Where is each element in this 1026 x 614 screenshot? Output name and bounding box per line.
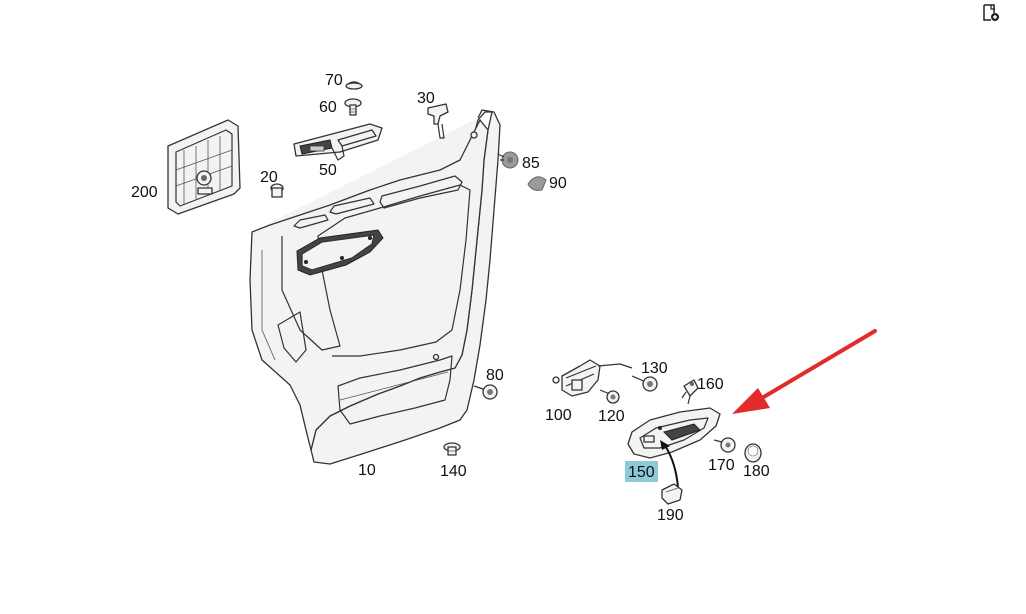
label-140: 140 [440, 463, 467, 480]
part-20-fastener [270, 183, 284, 198]
leader-arrowhead [660, 440, 670, 450]
part-85-screw [497, 151, 519, 169]
part-150-highlight [625, 461, 658, 482]
label-20: 20 [260, 169, 278, 186]
label-30: 30 [417, 90, 435, 107]
label-170: 170 [708, 457, 735, 474]
label-85: 85 [522, 155, 540, 172]
part-130-screw [631, 375, 658, 392]
part-140-screw [443, 442, 461, 456]
add-to-page-icon[interactable] [982, 4, 1000, 22]
label-60: 60 [319, 99, 337, 116]
label-10: 10 [358, 462, 376, 479]
part-200-bracket [167, 119, 241, 215]
label-80: 80 [486, 367, 504, 384]
part-170-screw [713, 437, 736, 453]
label-150: 150 [628, 464, 655, 481]
label-200: 200 [131, 184, 158, 201]
label-120: 120 [598, 408, 625, 425]
label-180: 180 [743, 463, 770, 480]
part-60-screw [344, 98, 362, 116]
label-190: 190 [657, 507, 684, 524]
part-120-screw [599, 389, 620, 404]
part-10-door-panel [249, 109, 501, 465]
label-70: 70 [325, 72, 343, 89]
part-30-clip [427, 103, 449, 139]
label-130: 130 [641, 360, 668, 377]
part-150-door-handle [627, 407, 721, 459]
part-180-cap [744, 443, 762, 463]
label-50: 50 [319, 162, 337, 179]
part-160-clip [681, 379, 699, 405]
part-80-screw [473, 384, 498, 400]
red-pointer-arrow [732, 329, 877, 414]
label-90: 90 [549, 175, 567, 192]
part-100-mechanism [552, 359, 633, 397]
part-50-switch-unit [293, 123, 383, 161]
part-190-insert [661, 483, 683, 505]
label-160: 160 [697, 376, 724, 393]
part-90-cap [527, 176, 547, 191]
label-100: 100 [545, 407, 572, 424]
part-70-cap [345, 81, 363, 90]
